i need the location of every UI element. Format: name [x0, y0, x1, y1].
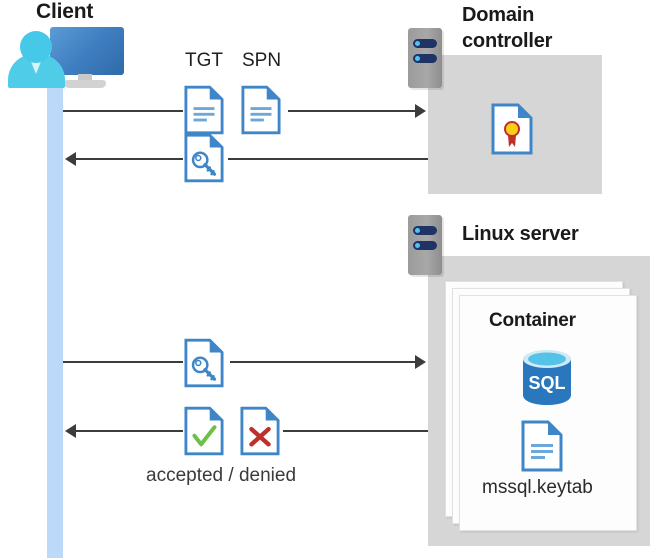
tgt-label: TGT: [185, 50, 223, 71]
denied-document-icon: [240, 406, 280, 461]
monitor-screen-icon: [50, 27, 124, 75]
flow-3-arrowhead: [415, 355, 426, 369]
monitor-base-icon: [64, 80, 106, 88]
person-head-icon: [20, 31, 52, 63]
rack-bay-icon: [413, 226, 437, 235]
spn-document-icon: [241, 85, 281, 140]
flow-2-arrowhead: [65, 152, 76, 166]
rack-bay-icon: [413, 54, 437, 63]
flow-1-arrowhead: [415, 104, 426, 118]
linux-server-title: Linux server: [462, 223, 579, 245]
flow-3-segment-right: [230, 361, 417, 363]
domain-controller-title: Domain controller: [462, 4, 553, 52]
flow-3-segment-left: [63, 361, 183, 363]
flow-4-segment-right: [283, 430, 428, 432]
rack-bay-icon: [413, 241, 437, 250]
flow-4-segment-left: [76, 430, 183, 432]
server-rack-icon-linux-server: [408, 215, 442, 275]
keytab-filename-label: mssql.keytab: [482, 477, 593, 498]
flow-4-arrowhead: [65, 424, 76, 438]
request-key-document-icon: [184, 338, 224, 393]
flow-2-segment-left: [76, 158, 183, 160]
server-rack-icon-domain-controller: [408, 28, 442, 88]
container-card-front[interactable]: [459, 295, 637, 531]
client-lifeline: [47, 62, 63, 558]
rack-bay-icon: [413, 39, 437, 48]
ticket-key-document-icon: [184, 133, 224, 188]
sql-database-icon: SQL: [519, 347, 575, 412]
certificate-document-icon: [491, 103, 533, 160]
flow-1-segment-right: [288, 110, 417, 112]
spn-label: SPN: [242, 50, 282, 71]
sql-database-label: SQL: [528, 373, 565, 393]
container-title: Container: [489, 310, 576, 331]
accepted-document-icon: [184, 406, 224, 461]
tgt-document-icon: [184, 85, 224, 140]
keytab-document-icon: [521, 420, 563, 477]
flow-1-segment-left: [63, 110, 183, 112]
monitor-neck-icon: [78, 74, 92, 84]
accepted-denied-label: accepted / denied: [146, 465, 297, 486]
flow-2-segment-right: [228, 158, 428, 160]
client-title: Client: [36, 0, 94, 23]
client-computer-user-icon: [0, 0, 130, 95]
